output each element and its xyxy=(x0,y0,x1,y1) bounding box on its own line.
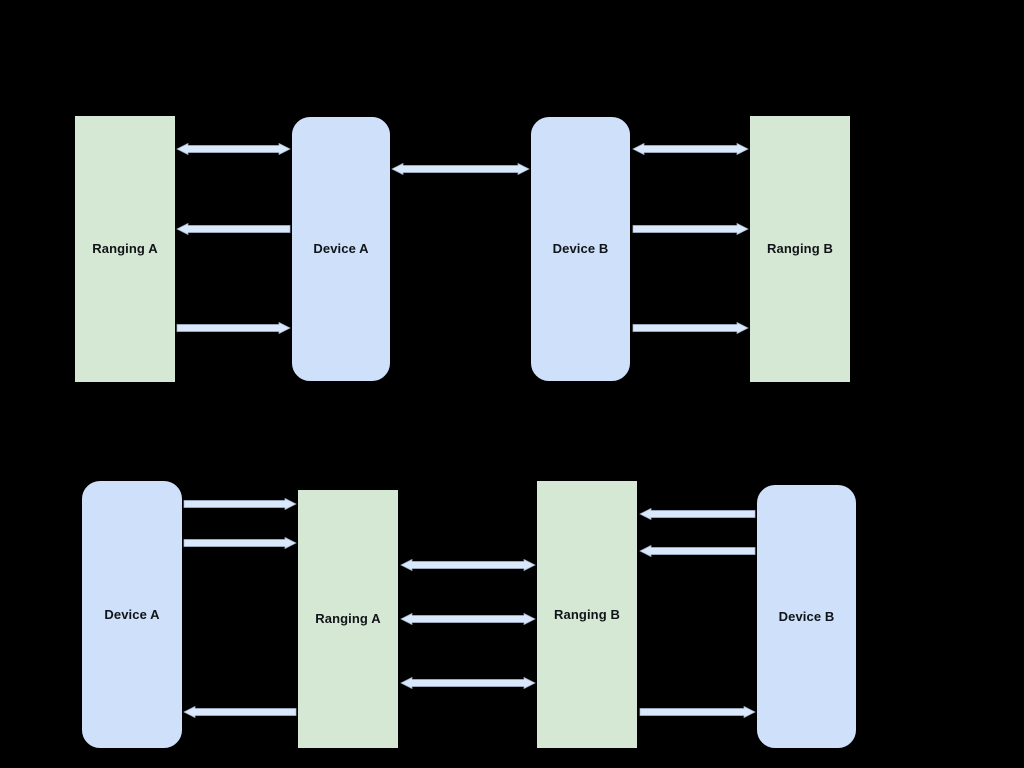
arrow-shape xyxy=(183,497,297,511)
node-bot-ranging-b[interactable]: Ranging B xyxy=(537,481,637,748)
edge-bot-e8-left[interactable] xyxy=(626,541,769,561)
arrow-shape xyxy=(183,536,297,550)
arrow-shape xyxy=(632,142,749,156)
arrow-shape xyxy=(639,705,756,719)
node-label: Ranging B xyxy=(554,606,620,622)
node-label: Device A xyxy=(313,241,369,257)
arrow-shape xyxy=(183,705,297,719)
node-top-device-a[interactable]: Device A xyxy=(292,117,390,381)
edge-bot-e4-both[interactable] xyxy=(387,555,549,575)
arrow-shape xyxy=(176,222,291,236)
arrow-shape xyxy=(176,142,291,156)
arrow-shape xyxy=(632,321,749,335)
arrow-shape xyxy=(176,321,291,335)
edge-top-e5-both[interactable] xyxy=(619,139,762,159)
edge-bot-e3-left[interactable] xyxy=(170,702,310,722)
node-label: Ranging B xyxy=(767,241,833,257)
node-label: Ranging A xyxy=(92,241,158,257)
edge-top-e7-right[interactable] xyxy=(619,318,762,338)
edge-top-e3-right[interactable] xyxy=(163,318,304,338)
node-label: Device A xyxy=(104,606,160,622)
edge-top-e4-both[interactable] xyxy=(378,159,543,179)
arrow-shape xyxy=(400,676,536,690)
node-top-device-b[interactable]: Device B xyxy=(531,117,630,381)
edge-bot-e2-right[interactable] xyxy=(170,533,310,553)
edge-bot-e5-both[interactable] xyxy=(387,609,549,629)
node-label: Device B xyxy=(552,241,609,257)
edge-bot-e9-right[interactable] xyxy=(626,702,769,722)
edge-top-e6-right[interactable] xyxy=(619,219,762,239)
node-label: Device B xyxy=(778,608,835,624)
arrow-shape xyxy=(391,162,530,176)
edge-bot-e6-both[interactable] xyxy=(387,673,549,693)
node-label: Ranging A xyxy=(315,611,381,627)
arrow-shape xyxy=(400,612,536,626)
node-bot-device-b[interactable]: Device B xyxy=(757,485,856,748)
arrow-shape xyxy=(639,507,756,521)
edge-top-e1-both[interactable] xyxy=(163,139,304,159)
arrow-shape xyxy=(400,558,536,572)
arrow-shape xyxy=(632,222,749,236)
arrow-shape xyxy=(639,544,756,558)
node-bot-device-a[interactable]: Device A xyxy=(82,481,182,748)
edge-top-e2-left[interactable] xyxy=(163,219,304,239)
node-bot-ranging-a[interactable]: Ranging A xyxy=(298,490,398,748)
edge-bot-e1-right[interactable] xyxy=(170,494,310,514)
node-top-ranging-b[interactable]: Ranging B xyxy=(750,116,850,382)
edge-bot-e7-left[interactable] xyxy=(626,504,769,524)
node-top-ranging-a[interactable]: Ranging A xyxy=(75,116,175,382)
